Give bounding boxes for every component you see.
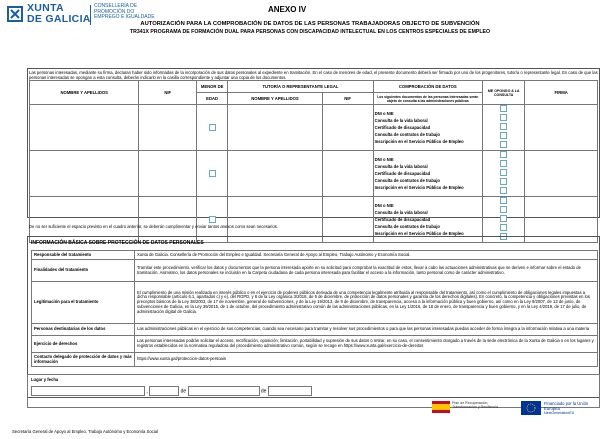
oppose-checkbox[interactable] bbox=[500, 132, 508, 139]
dept-name: CONSELLERÍA DE PROMOCIÓN DO EMPREGO E IG… bbox=[94, 3, 155, 20]
page-title: AUTORIZACIÓN PARA LA COMPROBACIÓN DE DAT… bbox=[129, 21, 491, 35]
info-key: Personas destinatarias de los datos bbox=[31, 323, 135, 336]
tutor-name-cell[interactable] bbox=[227, 196, 323, 243]
org-name: XUNTA DE GALICIA bbox=[27, 2, 91, 25]
oppose-checkbox[interactable] bbox=[500, 178, 508, 185]
logo-divider bbox=[90, 5, 91, 25]
col-name: NOMBRE Y APELLIDOS bbox=[28, 80, 140, 105]
minor-checkbox[interactable] bbox=[208, 215, 216, 223]
oppose-checkbox[interactable] bbox=[500, 105, 508, 112]
oppose-checkbox[interactable] bbox=[500, 114, 508, 121]
annex-label: ANEXO IV bbox=[268, 5, 307, 14]
spain-flag-icon bbox=[432, 401, 450, 413]
tutor-name-cell[interactable] bbox=[227, 150, 323, 197]
note-more-annexes: De no ser suficiente el espacio previsto… bbox=[29, 224, 279, 229]
nif-cell[interactable] bbox=[138, 104, 197, 151]
info-value: Las personas interesadas podrán solicita… bbox=[134, 335, 598, 353]
nif-cell[interactable] bbox=[138, 196, 197, 243]
col-tutor: TUTOR/A O REPRESENTANTE LEGAL bbox=[227, 80, 374, 93]
col-tutor-nif: NIF bbox=[321, 92, 374, 105]
info-value: Las administraciones públicas en el ejer… bbox=[134, 323, 598, 336]
col-check: COMPROBACIÓN DE DATOS bbox=[372, 80, 484, 93]
oppose-checkbox[interactable] bbox=[500, 215, 508, 222]
info-value: https://www.xunta.gal/proteccion-datos-p… bbox=[134, 352, 598, 367]
info-value: El cumplimiento de una misión realizada … bbox=[134, 281, 598, 324]
col-check-desc: Los siguientes documentos de las persona… bbox=[372, 92, 484, 105]
col-oppose: ME OPONGO A LA CONSULTA bbox=[482, 80, 526, 105]
name-cell[interactable] bbox=[28, 150, 140, 197]
place-field[interactable] bbox=[31, 386, 145, 396]
eu-flag-icon bbox=[521, 401, 541, 415]
oppose-checkbox[interactable] bbox=[500, 206, 508, 213]
info-key: Responsable del tratamiento bbox=[31, 250, 135, 260]
oppose-checkbox[interactable] bbox=[500, 224, 508, 231]
place-date-box bbox=[27, 374, 600, 408]
col-tutor-name: NOMBRE Y APELLIDOS bbox=[227, 92, 323, 105]
tutor-nif-cell[interactable] bbox=[321, 196, 374, 243]
eu-funding-label: Financiado por la Unión Europea NextGene… bbox=[544, 401, 589, 415]
de-label: de bbox=[180, 388, 187, 395]
name-cell[interactable] bbox=[28, 104, 140, 151]
persons-table: NOMBRE Y APELLIDOS NIF MENOR DE TUTOR/A … bbox=[28, 80, 598, 243]
oppose-checkbox[interactable] bbox=[500, 141, 508, 148]
info-key: Contacto delegado de protección de datos… bbox=[31, 352, 135, 367]
oppose-checkbox[interactable] bbox=[500, 187, 508, 194]
col-nif: NIF bbox=[138, 80, 197, 105]
info-title: INFORMACIÓN BÁSICA SOBRE PROTECCIÓN DE D… bbox=[31, 240, 204, 246]
footer-text: Secretaría General de Apoyo al Empleo, T… bbox=[12, 429, 158, 434]
minor-checkbox[interactable] bbox=[208, 169, 216, 177]
info-value: Xunta de Galicia. Consellería de Promoci… bbox=[134, 250, 598, 260]
year-field[interactable] bbox=[267, 386, 312, 396]
sign-cell[interactable] bbox=[524, 104, 598, 151]
oppose-checkbox[interactable] bbox=[500, 123, 508, 130]
sign-cell[interactable] bbox=[524, 150, 598, 197]
minor-checkbox[interactable] bbox=[208, 123, 216, 131]
de-label: de bbox=[260, 388, 267, 395]
info-key: Ejercicio de derechos bbox=[31, 335, 135, 353]
sign-cell[interactable] bbox=[524, 196, 598, 243]
oppose-checkbox[interactable] bbox=[500, 151, 508, 158]
col-sign: FIRMA bbox=[524, 80, 598, 105]
month-field[interactable] bbox=[187, 386, 260, 396]
tutor-nif-cell[interactable] bbox=[321, 150, 374, 197]
oppose-checkbox[interactable] bbox=[500, 160, 508, 167]
info-key: Finalidades del tratamiento bbox=[31, 259, 135, 282]
oppose-checkbox[interactable] bbox=[500, 197, 508, 204]
tutor-nif-cell[interactable] bbox=[321, 104, 374, 151]
oppose-checkbox[interactable] bbox=[500, 169, 508, 176]
place-date-label: Lugar y fecha bbox=[31, 377, 59, 382]
col-minor: MENOR DE bbox=[195, 80, 229, 93]
nif-cell[interactable] bbox=[138, 150, 197, 197]
info-key: Legitimación para el tratamiento bbox=[31, 281, 135, 324]
xunta-logo-icon bbox=[7, 6, 23, 22]
tutor-name-cell[interactable] bbox=[227, 104, 323, 151]
info-value: Tramitar este procedimiento, verificar l… bbox=[134, 259, 598, 282]
day-field[interactable] bbox=[149, 386, 180, 396]
comma-label: , bbox=[146, 388, 148, 395]
intro-text: Las personas interesadas, mediante su fi… bbox=[29, 70, 598, 80]
col-age: EDAD bbox=[195, 92, 229, 105]
place-date-row: , de de bbox=[31, 386, 312, 396]
recovery-plan-logo: Plan de Recuperación, Transformación y R… bbox=[452, 401, 499, 410]
info-box bbox=[27, 236, 600, 398]
